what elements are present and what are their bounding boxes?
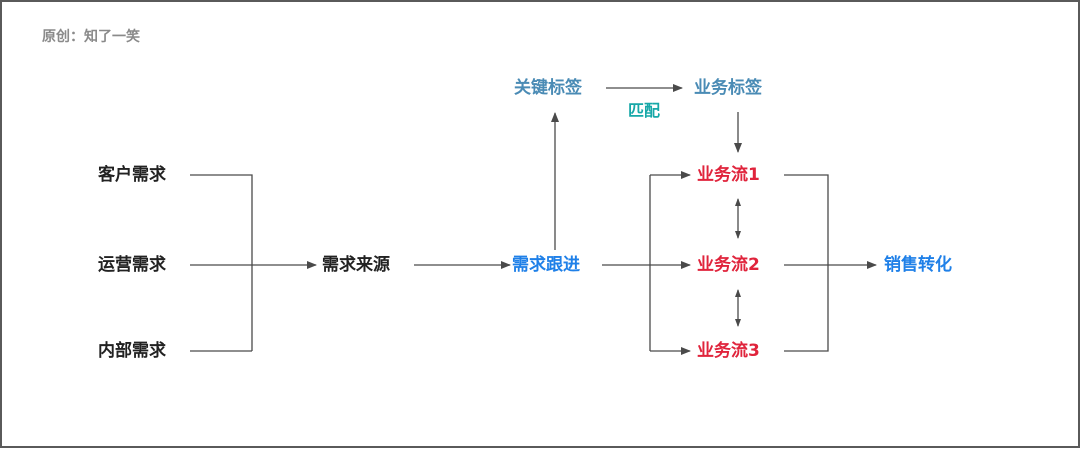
node-business-tags: 业务标签: [694, 78, 762, 98]
node-flow2: 业务流2: [697, 255, 760, 275]
node-sales-conversion: 销售转化: [884, 255, 952, 275]
node-customer-demand: 客户需求: [98, 165, 166, 185]
node-demand-followup: 需求跟进: [512, 255, 580, 275]
node-flow1: 业务流1: [697, 165, 760, 185]
node-operation-demand: 运营需求: [98, 255, 166, 275]
node-keyword-tags: 关键标签: [514, 78, 582, 98]
connector-customer: [190, 174, 253, 351]
node-flow3: 业务流3: [697, 341, 760, 361]
author-credit: 原创：知了一笑: [42, 29, 140, 45]
node-internal-demand: 内部需求: [98, 341, 166, 361]
node-demand-source: 需求来源: [322, 255, 390, 275]
match-label: 匹配: [628, 101, 661, 120]
connector-flow1-out: [784, 174, 829, 352]
